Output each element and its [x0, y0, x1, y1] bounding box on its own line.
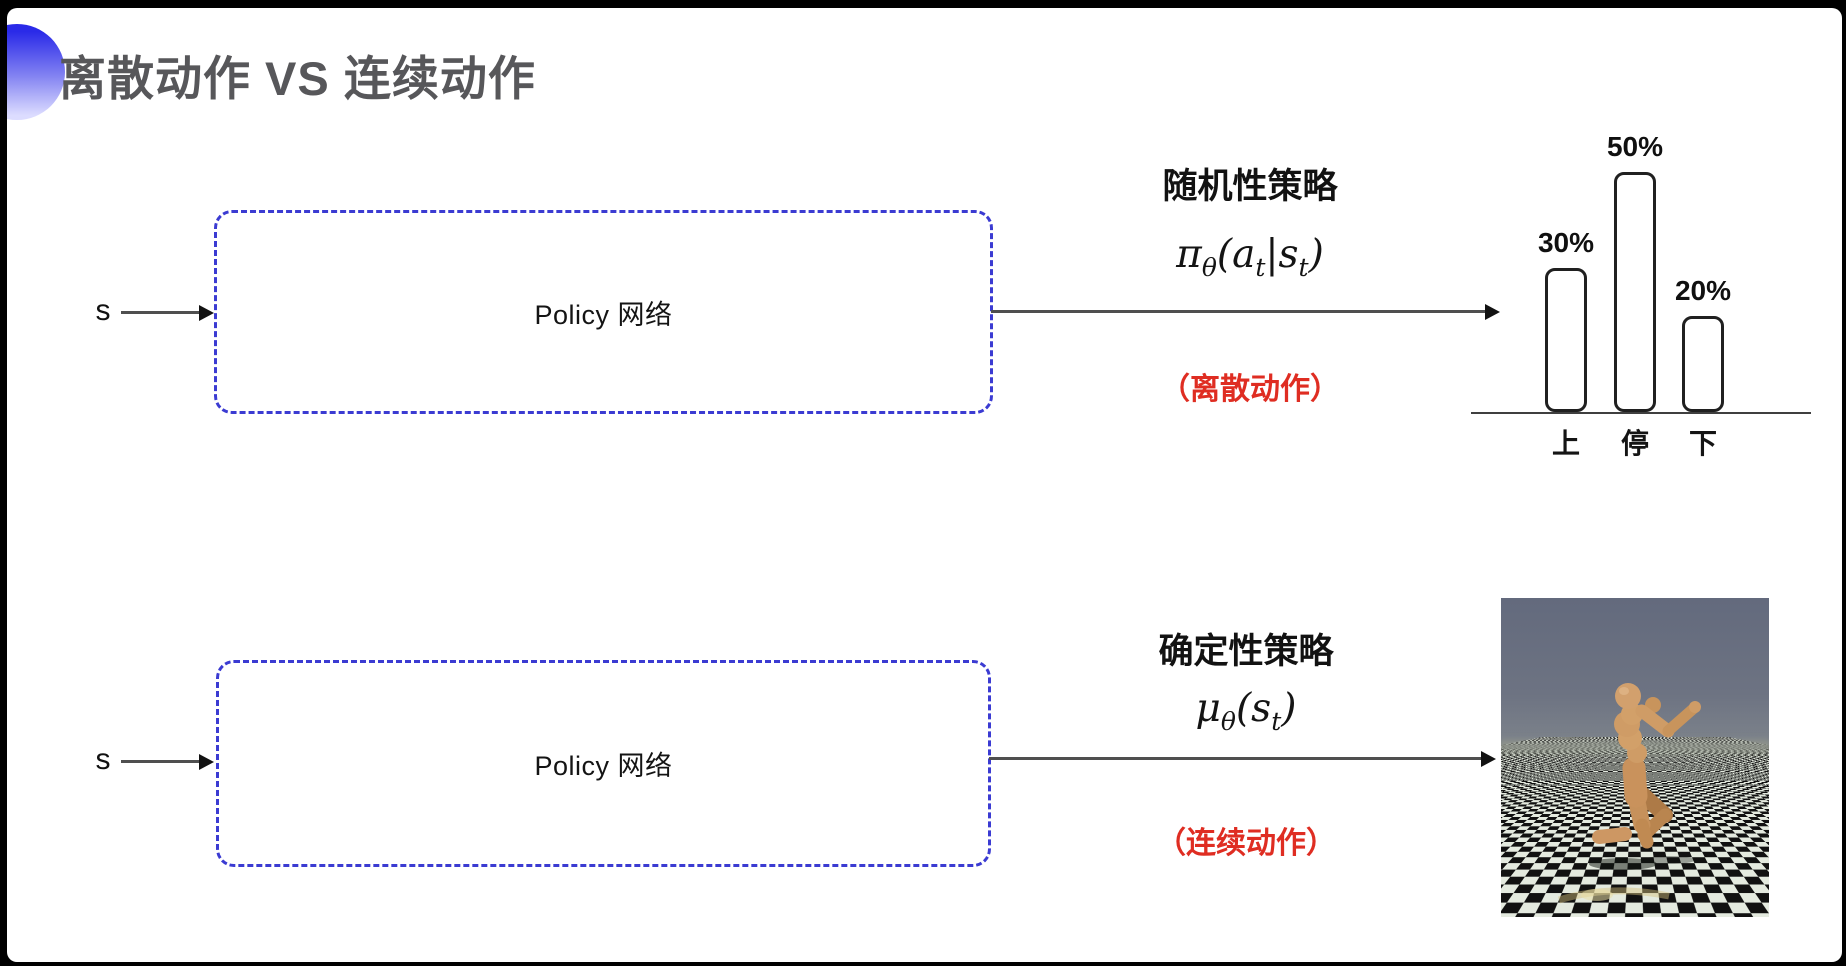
bar-category-label: 停: [1620, 428, 1649, 459]
stochastic-policy-title: 随机性策略: [1162, 167, 1338, 206]
state-input-label: s: [95, 743, 111, 776]
continuous-action-label: （连续动作）: [1156, 827, 1336, 860]
formula-subscript: θ: [1201, 252, 1217, 282]
formula-subscript: t: [1271, 706, 1282, 736]
policy-network-box: Policy 网络: [214, 210, 993, 414]
bar-category-label: 上: [1551, 428, 1580, 459]
arrow-policy-to-action: [989, 757, 1483, 760]
formula-part: (s: [1235, 686, 1272, 731]
formula-symbol: π: [1176, 232, 1202, 277]
action-probability-chart: 30% 上 50% 停 20% 下: [1471, 120, 1811, 459]
formula-part: (a: [1216, 232, 1256, 277]
arrow-state-to-policy: [121, 760, 201, 763]
bar-value-label: 20%: [1674, 275, 1732, 306]
state-input-label: s: [95, 294, 111, 327]
chart-bar: [1614, 172, 1656, 412]
policy-network-label: Policy 网络: [534, 751, 673, 781]
chart-bar: [1682, 316, 1724, 412]
chart-bar-group: 20% 下: [1675, 275, 1731, 459]
formula-part: ): [1308, 232, 1324, 277]
arrow-policy-to-actions: [991, 310, 1487, 313]
chart-bar-group: 50% 停: [1607, 131, 1663, 459]
bar-value-label: 30%: [1537, 227, 1595, 258]
deterministic-policy-title: 确定性策略: [1158, 632, 1334, 671]
humanoid-robot-figure: [1557, 683, 1701, 904]
chart-bar: [1545, 268, 1587, 412]
stochastic-policy-formula: πθ(at|st): [1085, 232, 1415, 282]
bar-value-label: 50%: [1606, 131, 1664, 162]
slide: 离散动作 VS 连续动作 s Policy 网络 随机性策略 πθ(at|st)…: [7, 8, 1842, 962]
discrete-action-label: （离散动作）: [1160, 373, 1340, 406]
formula-subscript: t: [1255, 252, 1266, 282]
formula-subscript: t: [1298, 252, 1309, 282]
formula-subscript: θ: [1220, 706, 1236, 736]
deterministic-policy-formula: μθ(st): [1081, 686, 1411, 736]
page-title: 离散动作 VS 连续动作: [59, 52, 536, 105]
title-bullet-icon: [7, 24, 65, 120]
policy-network-box: Policy 网络: [216, 660, 991, 867]
chart-bar-group: 30% 上: [1538, 227, 1594, 459]
formula-part: ): [1281, 686, 1297, 731]
policy-network-label: Policy 网络: [534, 299, 673, 330]
arrow-state-to-policy: [121, 311, 201, 314]
formula-symbol: μ: [1195, 686, 1221, 731]
bar-category-label: 下: [1688, 428, 1717, 459]
humanoid-simulation-image: [1501, 598, 1769, 917]
formula-part: |s: [1265, 232, 1299, 277]
